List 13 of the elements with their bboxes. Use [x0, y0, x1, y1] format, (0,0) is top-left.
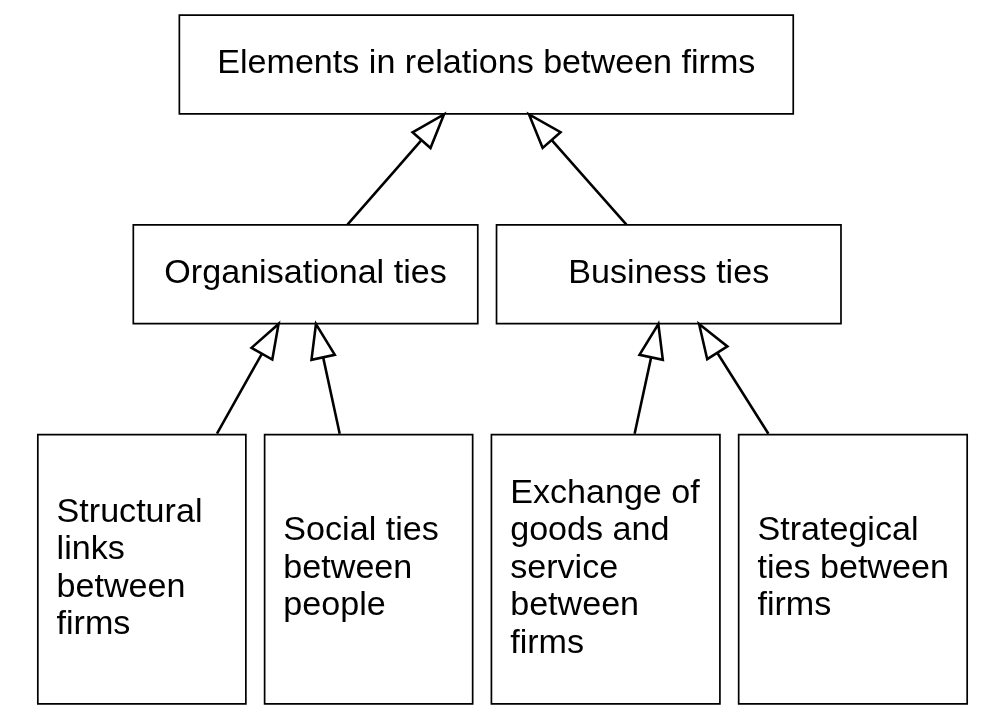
node-box: Structural links between firms: [36, 433, 247, 705]
node-box: Strategical ties between firms: [737, 433, 969, 705]
node-box: Organisational ties: [132, 223, 479, 325]
arrow: [346, 111, 447, 226]
arrow: [526, 111, 628, 226]
node-box: Exchange of goods and service between firms: [490, 433, 721, 705]
arrow: [633, 320, 665, 434]
arrow: [215, 320, 281, 435]
node-box: Elements in relations between firms: [178, 14, 795, 115]
node-box: Social ties between people: [263, 433, 474, 705]
node-box: Business ties: [495, 223, 842, 325]
arrow: [697, 320, 770, 435]
arrow: [310, 320, 341, 434]
